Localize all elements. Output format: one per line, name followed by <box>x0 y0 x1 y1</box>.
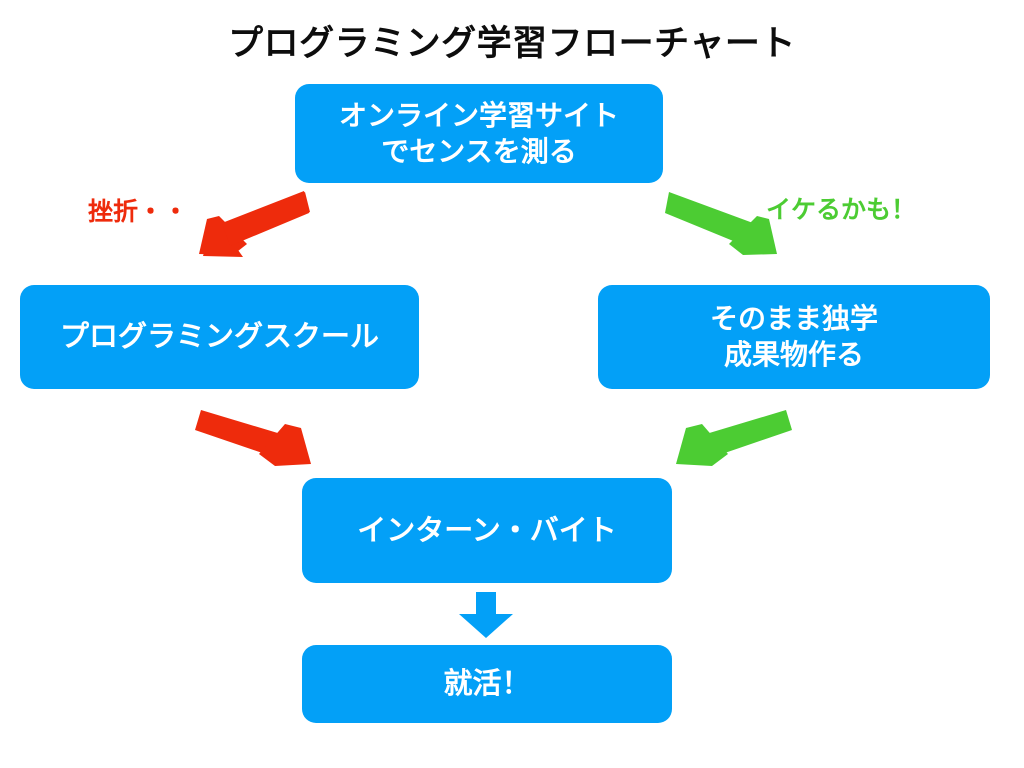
node-online-line2: でセンスを測る <box>381 134 577 168</box>
page-title: プログラミング学習フローチャート <box>228 24 796 64</box>
node-job-line1: 就活！ <box>443 666 531 701</box>
arrow-green-down-left-icon <box>676 410 792 466</box>
node-self-line1: そのまま独学 <box>709 302 878 336</box>
node-school-line1: プログラミングスクール <box>59 319 379 354</box>
node-job-hunting[interactable]: 就活！ <box>302 645 672 723</box>
node-self-line2: 成果物作る <box>723 338 864 371</box>
edge-label-setback: 挫折・・ <box>88 197 189 226</box>
node-online-learning-site[interactable]: オンライン学習サイト でセンスを測る <box>295 84 663 183</box>
arrow-red-down-left-icon <box>199 191 310 257</box>
edge-label-ikeru-kamo: イケるかも！ <box>766 195 917 224</box>
node-online-line1: オンライン学習サイト <box>338 98 619 132</box>
node-internship-parttime[interactable]: インターン・バイト <box>302 478 672 583</box>
arrow-blue-down-icon <box>459 592 513 638</box>
node-self-study[interactable]: そのまま独学 成果物作る <box>598 285 990 389</box>
arrow-red-down-right-icon <box>195 410 311 466</box>
arrow-green-down-right-icon <box>665 192 777 255</box>
node-programming-school[interactable]: プログラミングスクール <box>20 285 419 389</box>
node-intern-line1: インターン・バイト <box>357 512 617 547</box>
